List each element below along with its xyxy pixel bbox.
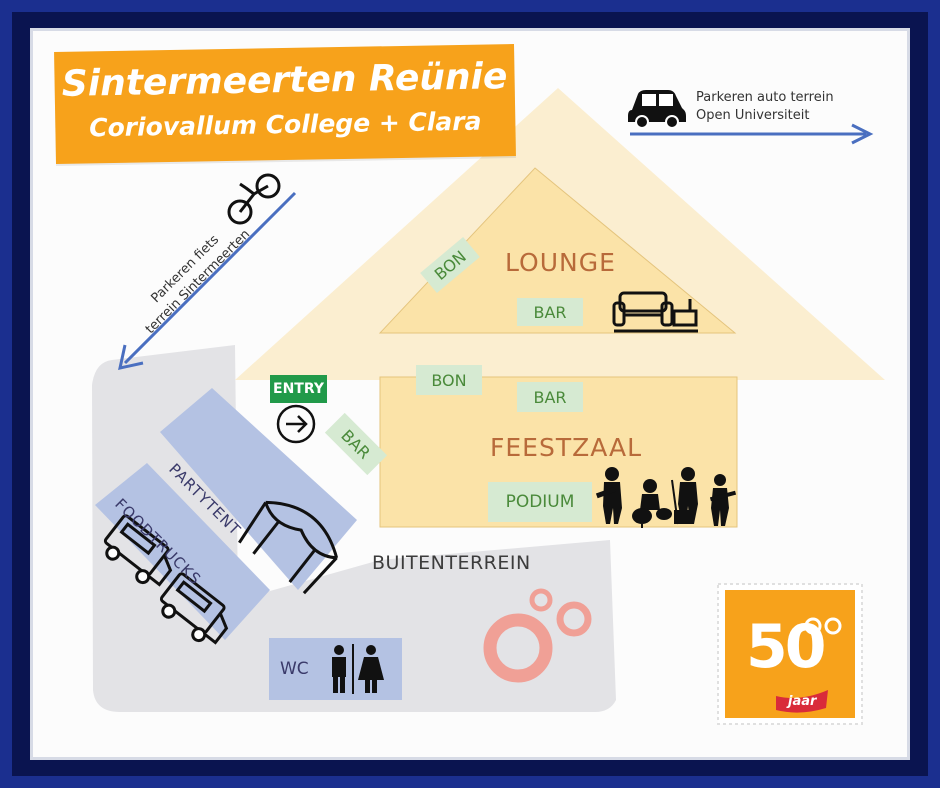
car-arrow-head: [851, 123, 874, 145]
bar-feestzaal-tag: BAR: [517, 382, 583, 412]
event-subtitle: Coriovallum College + Clara: [88, 106, 482, 143]
badge-sub: jaar: [788, 694, 817, 709]
tent-icon: [238, 500, 339, 595]
entry-sign: ENTRY: [270, 375, 327, 403]
bon-feestzaal-tag: BON: [416, 365, 482, 395]
bicycle-icon: [227, 173, 281, 225]
foodtruck-icon: [103, 514, 173, 587]
bar-lounge-tag: BAR: [517, 298, 583, 326]
band-icon: [595, 467, 737, 528]
title-banner: Sintermeerten Reünie Coriovallum College…: [54, 43, 516, 165]
anniversary-badge: [717, 583, 863, 725]
feestzaal-label: FEESTZAAL: [490, 433, 643, 462]
wc-label: WC: [280, 659, 309, 679]
event-title: Sintermeerten Reünie: [61, 56, 508, 105]
entry-arrow-icon: [276, 404, 316, 444]
lounge-label: LOUNGE: [505, 248, 616, 277]
toilet-icon: [332, 644, 384, 694]
car-parking-line2: Open Universiteit: [696, 108, 810, 123]
foodtrucks-zone: [95, 463, 270, 640]
foodtruck-icon: [159, 572, 229, 645]
badge-number: 50: [746, 612, 826, 682]
car-parking-line1: Parkeren auto terrein: [696, 90, 834, 105]
rings-logo-icon: [483, 588, 592, 683]
buitenterrein-label: BUITENTERREIN: [372, 552, 531, 574]
car-parking-note: Parkeren auto terrein Open Universiteit: [696, 89, 834, 125]
bike-arrow-head: [118, 344, 144, 370]
sofa-icon: [612, 291, 698, 333]
car-icon: [628, 90, 686, 129]
podium-tag: PODIUM: [488, 482, 592, 522]
bike-arrow: [123, 191, 297, 365]
